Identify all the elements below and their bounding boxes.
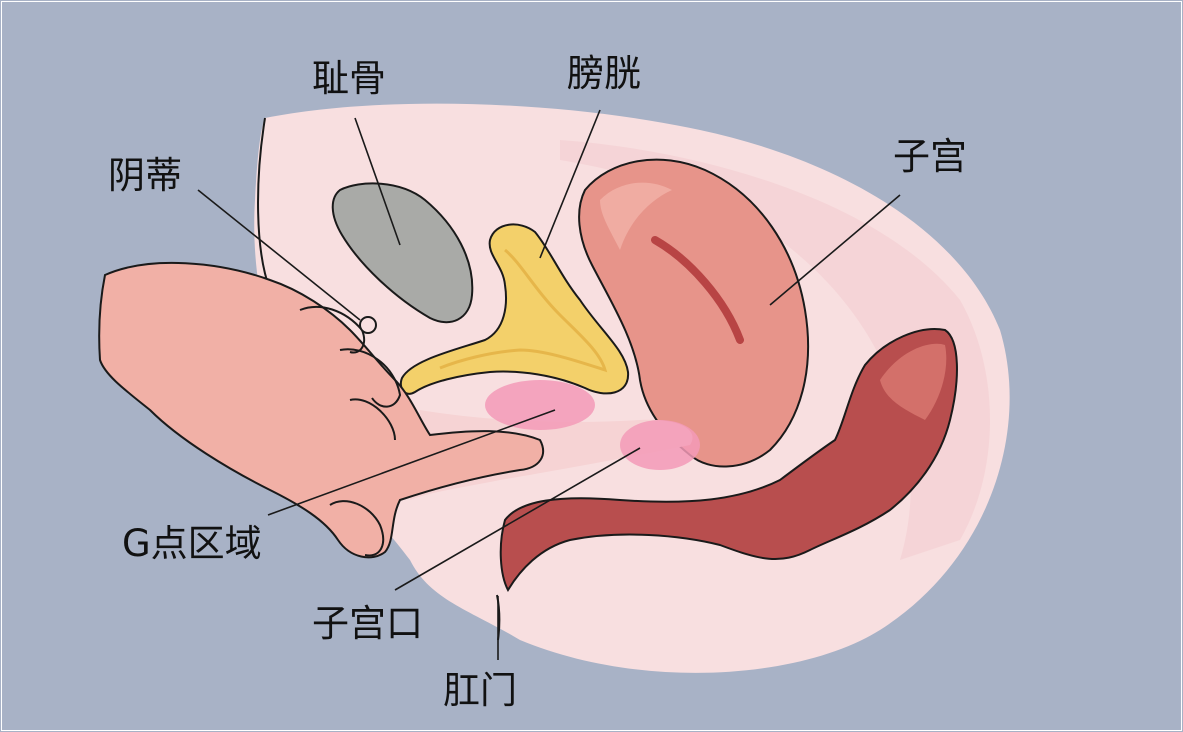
label-clitoris: 阴蒂 (108, 154, 182, 197)
leader-pubic-bone (354, 117, 401, 246)
label-uterus: 子宫 (893, 135, 967, 178)
bladder-inner (439, 248, 608, 373)
leader-uterus (769, 194, 901, 306)
label-anus: 肛门 (443, 669, 517, 712)
pelvis-shade (560, 140, 990, 560)
uterus-inner (651, 236, 744, 344)
uterus-highlight (600, 182, 672, 250)
clitoris-marker (359, 316, 377, 334)
leader-bladder (539, 109, 601, 259)
rectum-shape (499, 328, 958, 593)
cervix-highlight (620, 420, 700, 470)
hand-knuckle-3 (349, 398, 396, 441)
leader-g-spot (267, 409, 556, 516)
bladder-shape (399, 223, 630, 395)
hand-thumb (329, 500, 385, 557)
label-bladder: 膀胱 (567, 52, 641, 95)
rectum-highlight (880, 343, 947, 420)
g-spot-highlight (485, 380, 595, 430)
pubic-bone-shape (331, 182, 474, 324)
leader-clitoris (197, 189, 361, 321)
hand-shape (98, 261, 545, 559)
uterus-shape (578, 158, 810, 468)
label-pubic-bone: 耻骨 (312, 57, 386, 100)
hand-knuckle-2 (339, 348, 402, 408)
label-cervix: 子宫口 (312, 602, 423, 645)
leader-cervix (394, 447, 641, 591)
label-g-spot: G点区域 (122, 522, 262, 565)
